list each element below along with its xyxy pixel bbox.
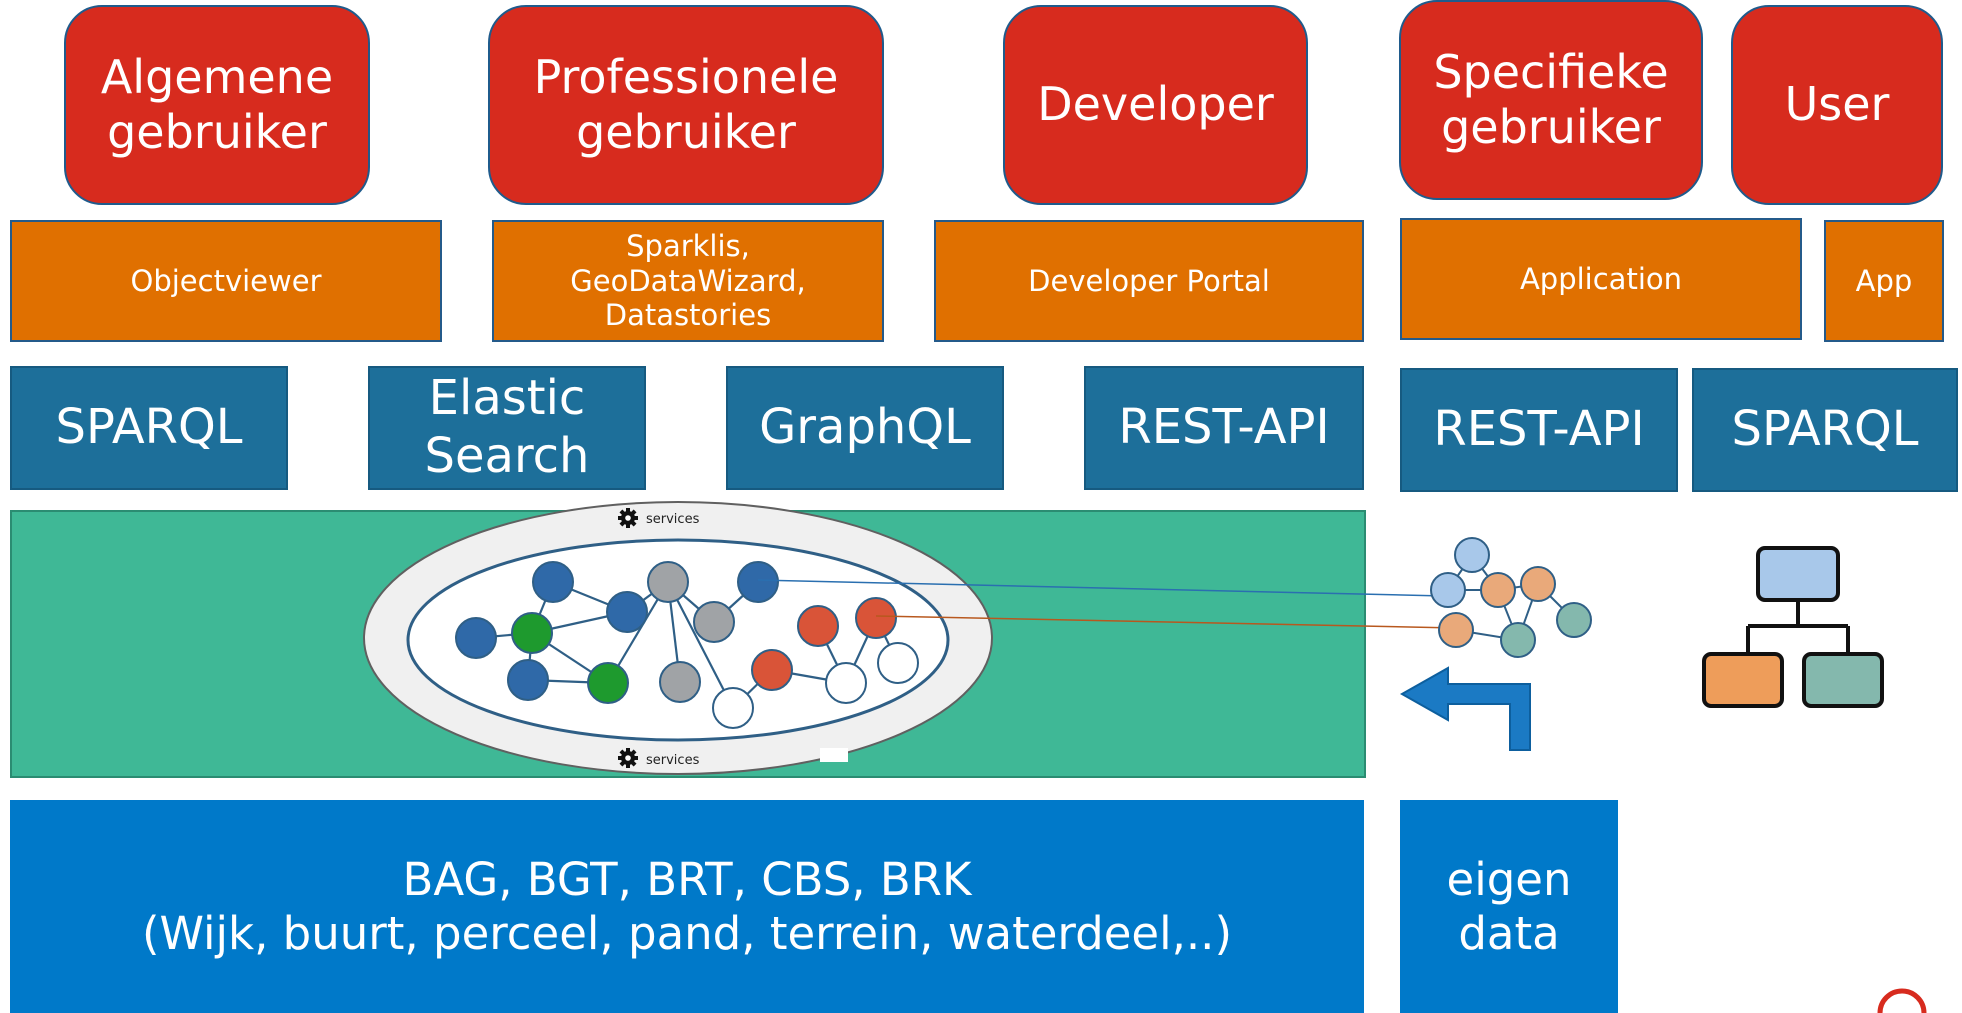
- user-specifieke-gebruiker: Specifieke gebruiker: [1399, 0, 1703, 200]
- user-professionele-label: Professionele gebruiker: [533, 49, 839, 159]
- app-developer-portal: Developer Portal: [934, 220, 1364, 342]
- gear-icon: [618, 748, 638, 768]
- data-registries: BAG, BGT, BRT, CBS, BRK (Wijk, buurt, pe…: [10, 800, 1364, 1013]
- graph-node-grey: [693, 601, 735, 643]
- app-app: App: [1824, 220, 1944, 342]
- data-registries-label: BAG, BGT, BRT, CBS, BRK (Wijk, buurt, pe…: [141, 852, 1233, 960]
- own-node-teal: [1556, 602, 1592, 638]
- api-sparql-1: SPARQL: [10, 366, 288, 490]
- api-sparql-2: SPARQL: [1692, 368, 1958, 492]
- corner-logo-icon: [1877, 988, 1927, 1013]
- link-line-orange: [875, 615, 1457, 629]
- graph-node-green: [587, 662, 629, 704]
- services-label-bottom: services: [646, 753, 700, 768]
- gear-icon: [618, 508, 638, 528]
- api-graphql-label: GraphQL: [759, 399, 971, 456]
- app-sparklis: Sparklis, GeoDataWizard, Datastories: [492, 220, 884, 342]
- api-sparql-2-label: SPARQL: [1731, 401, 1919, 458]
- graph-node-red: [797, 605, 839, 647]
- app-objectviewer-label: Objectviewer: [130, 263, 322, 298]
- user-user: User: [1731, 5, 1943, 205]
- app-application: Application: [1400, 218, 1802, 340]
- graph-node-blue: [606, 591, 648, 633]
- api-rest-1: REST-API: [1084, 366, 1364, 490]
- own-node-lightblue: [1430, 572, 1466, 608]
- api-rest-2: REST-API: [1400, 368, 1678, 492]
- graph-node-red: [751, 649, 793, 691]
- own-node-peach: [1438, 612, 1474, 648]
- app-app-label: App: [1855, 263, 1913, 298]
- graph-node-green: [511, 612, 553, 654]
- user-developer: Developer: [1003, 5, 1308, 205]
- graph-node-blue: [455, 617, 497, 659]
- own-node-peach: [1480, 572, 1516, 608]
- app-objectviewer: Objectviewer: [10, 220, 442, 342]
- user-developer-label: Developer: [1037, 77, 1274, 132]
- app-sparklis-label: Sparklis, GeoDataWizard, Datastories: [570, 228, 806, 333]
- graph-node-white: [825, 662, 867, 704]
- user-user-label: User: [1784, 77, 1890, 132]
- graph-node-white: [712, 687, 754, 729]
- graph-node-grey: [659, 661, 701, 703]
- graph-node-blue: [507, 659, 549, 701]
- api-elastic-search-label: Elastic Search: [424, 370, 590, 484]
- graph-nodes: [455, 561, 919, 729]
- link-line-blue: [757, 579, 1445, 597]
- data-eigen-label: eigen data: [1446, 852, 1572, 960]
- api-sparql-1-label: SPARQL: [55, 399, 243, 456]
- api-graphql: GraphQL: [726, 366, 1004, 490]
- own-node-peach: [1520, 566, 1556, 602]
- graph-node-white: [877, 642, 919, 684]
- graph-node-red: [855, 597, 897, 639]
- import-arrow-icon: [1399, 666, 1531, 751]
- own-node-lightblue: [1454, 537, 1490, 573]
- app-developer-portal-label: Developer Portal: [1028, 263, 1270, 298]
- graph-node-grey: [647, 561, 689, 603]
- services-label-top: services: [646, 512, 700, 527]
- hierarchy-icon: [1702, 546, 1884, 708]
- api-rest-1-label: REST-API: [1118, 399, 1330, 456]
- api-elastic-search: Elastic Search: [368, 366, 646, 490]
- own-node-teal: [1500, 622, 1536, 658]
- graph-node-blue: [532, 561, 574, 603]
- api-rest-2-label: REST-API: [1433, 401, 1645, 458]
- data-eigen-data: eigen data: [1400, 800, 1618, 1013]
- own-data-graph: [1430, 537, 1592, 658]
- user-specifieke-label: Specifieke gebruiker: [1433, 44, 1669, 154]
- graph-node-blue: [737, 561, 779, 603]
- user-algemene-gebruiker: Algemene gebruiker: [64, 5, 370, 205]
- user-professionele-gebruiker: Professionele gebruiker: [488, 5, 884, 205]
- ellipse-gap-patch: [820, 748, 848, 762]
- app-application-label: Application: [1519, 261, 1683, 296]
- user-algemene-label: Algemene gebruiker: [100, 49, 334, 159]
